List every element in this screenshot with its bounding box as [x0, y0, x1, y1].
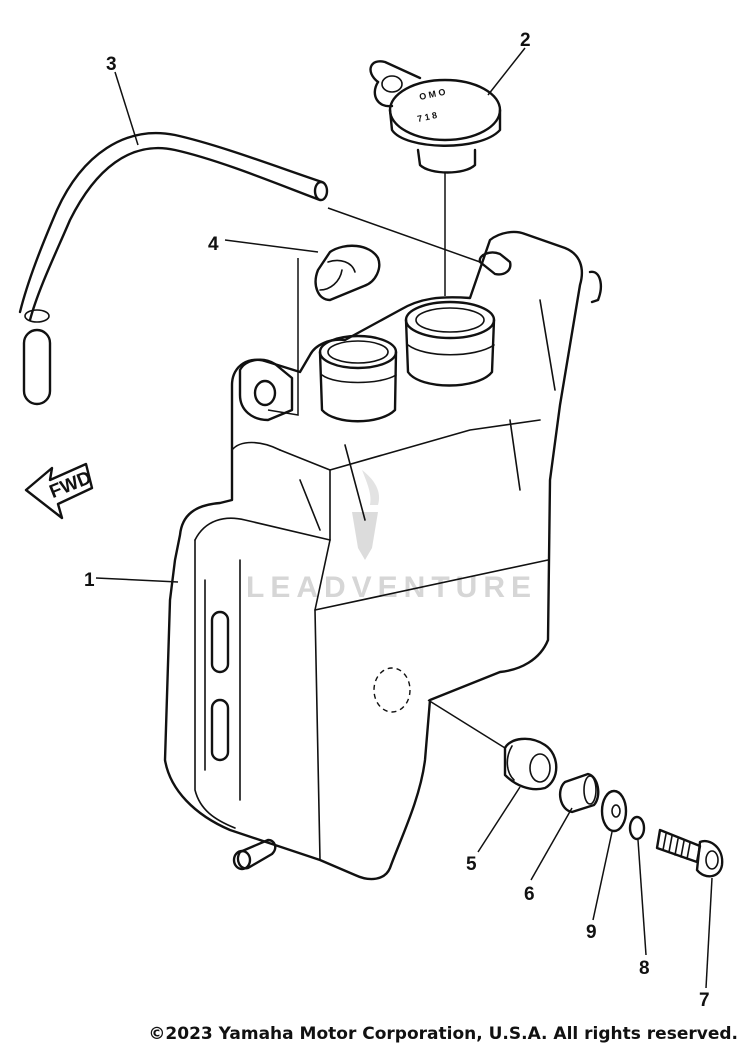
callout-4: 4 — [208, 234, 219, 255]
callout-2: 2 — [520, 30, 531, 51]
bolt-part-7 — [655, 828, 724, 878]
grommet-part-5 — [503, 737, 558, 791]
leader-lines — [95, 47, 713, 989]
watermark-logo-icon — [352, 470, 380, 560]
fwd-arrow-icon: FWD — [24, 462, 95, 520]
washer-part-9 — [600, 789, 628, 833]
callout-1: 1 — [84, 570, 95, 591]
callout-numbers: 3 2 4 1 5 6 9 8 7 — [84, 30, 710, 1011]
svg-text:O M O: O M O — [418, 87, 446, 102]
copyright-notice: ©2023 Yamaha Motor Corporation, U.S.A. A… — [148, 1024, 738, 1044]
hose-part-3 — [18, 131, 329, 406]
watermark: LEADVENTURE — [246, 470, 537, 604]
watermark-text: LEADVENTURE — [246, 571, 537, 604]
callout-9: 9 — [586, 922, 597, 943]
tank-part-1 — [163, 230, 602, 881]
callout-7: 7 — [699, 990, 710, 1011]
callout-5: 5 — [466, 854, 477, 875]
callout-6: 6 — [524, 884, 535, 905]
callout-8: 8 — [639, 958, 650, 979]
cap-part-2: O M O 7 1 8 — [369, 60, 502, 174]
lockwasher-part-8 — [628, 815, 646, 841]
clip-part-4 — [314, 244, 381, 302]
svg-text:7 1 8: 7 1 8 — [416, 110, 438, 124]
collar-part-6 — [558, 772, 600, 814]
callout-3: 3 — [106, 54, 117, 75]
